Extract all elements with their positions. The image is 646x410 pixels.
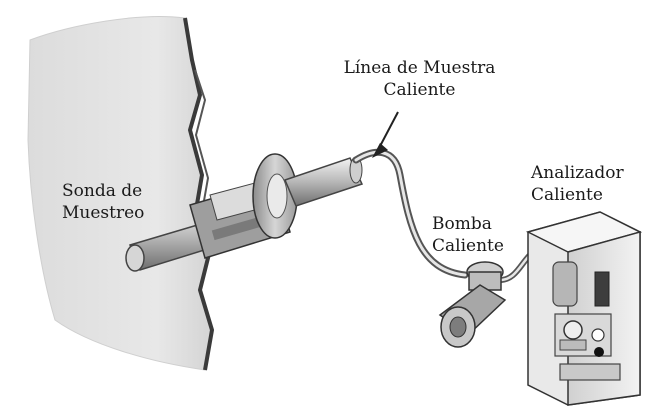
heated-analyzer	[525, 211, 643, 406]
sampling-probe	[125, 153, 364, 272]
sampling-probe-label: Sonda de Muestreo	[62, 180, 144, 224]
sampling-probe-label-line1: Sonda de	[62, 181, 143, 201]
heated-sample-line-label-line1: Línea de Muestra	[343, 58, 496, 78]
heated-pump-label-line2: Caliente	[432, 236, 504, 256]
stack-wall	[27, 16, 214, 371]
heated-sample-line-label: Línea de Muestra Caliente	[332, 57, 507, 101]
heated-pump-label: Bomba Caliente	[432, 213, 504, 257]
heated-pump	[438, 261, 507, 348]
heated-analyzer-label: Analizador Caliente	[531, 162, 624, 206]
sampling-probe-label-line2: Muestreo	[62, 203, 145, 223]
heated-sample-line-label-line2: Caliente	[383, 80, 456, 100]
sample-line-pointer	[372, 111, 399, 158]
heated-analyzer-label-line1: Analizador	[531, 163, 624, 183]
heated-analyzer-label-line2: Caliente	[531, 185, 603, 205]
heated-pump-label-line1: Bomba	[432, 214, 492, 234]
